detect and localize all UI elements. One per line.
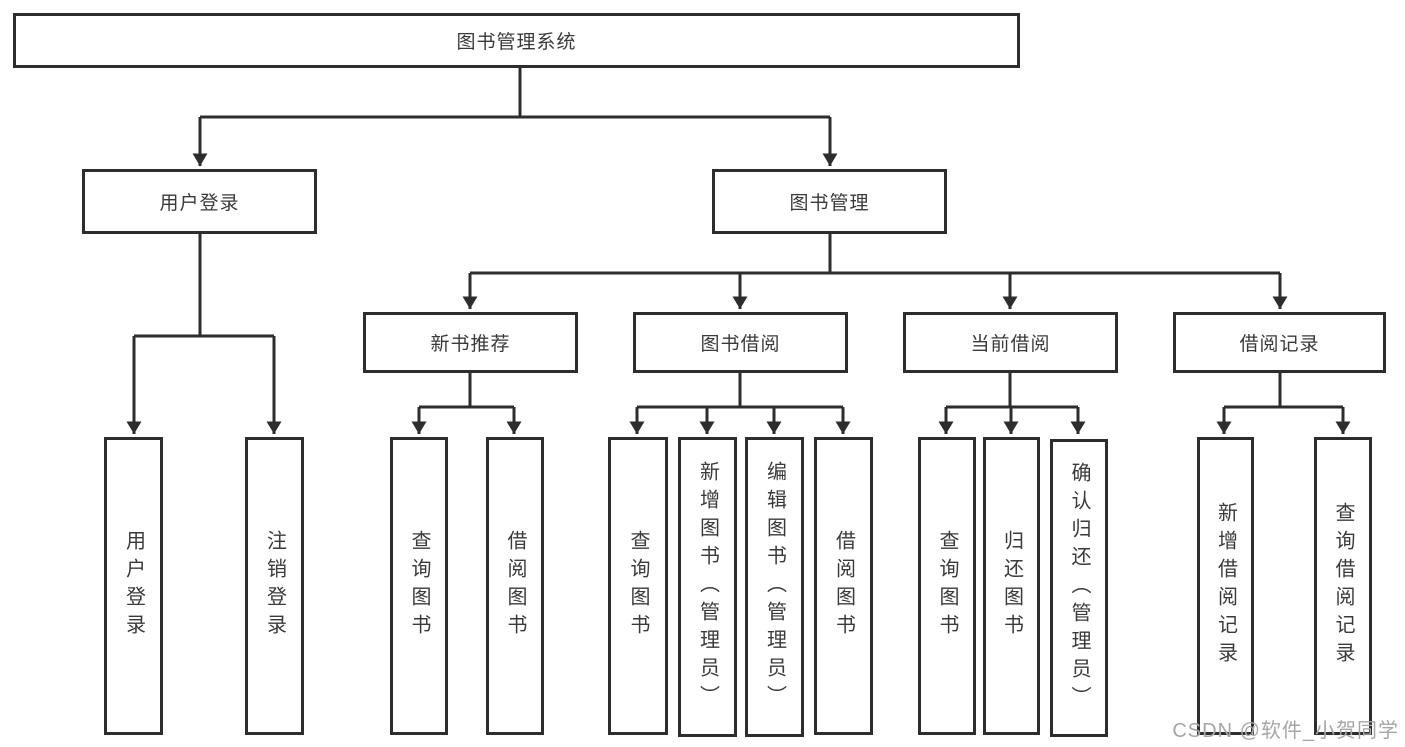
leaf-query-books-recommend: 查询图书 — [390, 437, 448, 735]
leaf-user-login: 用户登录 — [104, 437, 163, 735]
csdn-watermark: CSDN @软件_小贺同学 — [1172, 720, 1399, 742]
leaf-return-books: 归还图书 — [983, 437, 1040, 735]
node-user-login: 用户登录 — [82, 169, 317, 234]
node-borrow-records: 借阅记录 — [1173, 312, 1386, 373]
leaf-query-borrow-record: 查询借阅记录 — [1314, 437, 1372, 735]
leaf-query-books-borrow: 查询图书 — [608, 437, 668, 735]
leaf-add-borrow-record: 新增借阅记录 — [1197, 437, 1254, 735]
node-book-management: 图书管理 — [712, 169, 947, 234]
leaf-borrow-books: 借阅图书 — [814, 437, 873, 735]
leaf-add-books-admin: 新增图书（管理员） — [678, 437, 737, 737]
leaf-confirm-return-admin: 确认归还（管理员） — [1050, 439, 1108, 737]
leaf-edit-books-admin: 编辑图书（管理员） — [745, 437, 804, 737]
leaf-logout: 注销登录 — [245, 437, 304, 735]
node-root-system: 图书管理系统 — [13, 13, 1020, 68]
leaf-query-books-current: 查询图书 — [918, 437, 976, 735]
leaf-borrow-books-recommend: 借阅图书 — [486, 437, 544, 735]
node-current-borrow: 当前借阅 — [903, 312, 1118, 373]
node-new-book-recommend: 新书推荐 — [363, 312, 578, 373]
node-book-borrow: 图书借阅 — [633, 312, 848, 373]
